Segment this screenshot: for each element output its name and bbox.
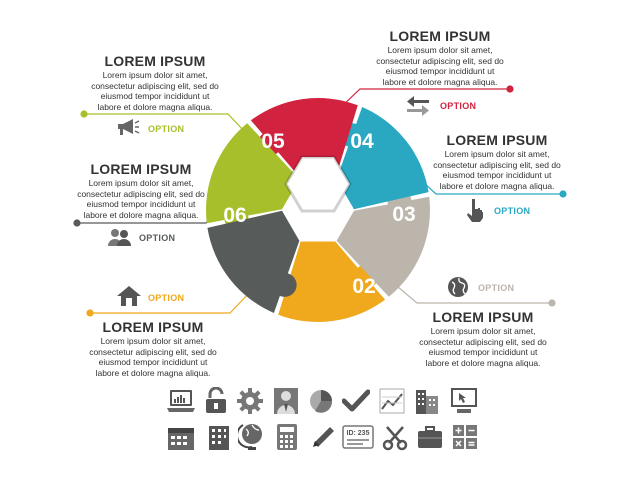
text-line: consectetur adipiscing elit, sed do [419,336,547,347]
center-hexagon-shadow [284,155,352,213]
text-block-01-body: Lorem ipsum dolor sit amet, consectetur … [78,336,228,378]
connector-02 [397,286,552,304]
text-line: labore et dolore magna aliqua. [439,180,555,191]
connector-02-dot [548,299,556,307]
text-block-04-title: LOREM IPSUM [389,28,491,44]
connector-01-dot [86,309,94,317]
text-line: eiusmod tempor incididunt ut [385,66,495,76]
segment-05-number: 05 [261,130,285,153]
globe-icon [448,277,468,297]
text-line: labore et dolore magna aliqua. [425,357,541,368]
unlocked-padlock-icon [206,387,226,413]
gear-icon [237,388,263,414]
text-block-01-title: LOREM IPSUM [102,319,204,335]
text-line: Lorem ipsum dolor sit amet, [102,70,208,80]
desk-globe-icon [238,424,262,450]
option-label-04: OPTION [440,101,477,111]
text-block-02-title: LOREM IPSUM [432,309,534,325]
option-label-01: OPTION [148,293,185,303]
line-chart-icon [379,388,405,414]
option-label-05: OPTION [148,124,185,134]
segment-06: 06 [207,204,300,313]
text-block-06: LOREM IPSUM Lorem ipsum dolor sit amet, … [66,161,216,220]
text-line: labore et dolore magna aliqua. [97,101,213,112]
text-line: eiusmod tempor incididunt ut [100,91,210,101]
segment-01-shape [278,241,386,322]
puzzle-ring: 01 02 03 04 05 06 [206,98,430,322]
laptop-chart-icon [167,390,195,412]
connector-06-dot [73,219,81,227]
home-icon [117,286,141,306]
id-card-icon: ID: 235 [342,425,374,449]
text-line: Lorem ipsum dolor sit amet, [430,326,536,336]
text-line: eiusmod tempor incididunt ut [98,357,208,367]
option-label-03: OPTION [494,206,531,216]
calendar-icon [168,428,194,450]
monitor-cursor-icon [451,388,477,413]
calculator-icon [277,424,297,450]
briefcase-icon [418,426,442,448]
segment-02-number: 02 [352,275,375,298]
text-block-06-body: Lorem ipsum dolor sit amet, consectetur … [66,178,216,220]
segment-06-number: 06 [223,204,246,227]
text-line: consectetur adipiscing elit, sed do [89,346,217,357]
users-icon [108,229,131,246]
pen-icon [313,427,334,447]
id-card-text: ID: 235 [347,430,370,437]
building-icon [209,426,229,450]
checkmark-icon [342,389,370,412]
arrows-exchange-icon [407,96,429,116]
pointing-hand-icon [467,199,483,222]
text-line: Lorem ipsum dolor sit amet, [100,336,206,346]
text-line: consectetur adipiscing elit, sed do [376,55,504,66]
text-line: Lorem ipsum dolor sit amet, [88,178,194,188]
text-line: Lorem ipsum dolor sit amet, [387,45,493,55]
text-line: consectetur adipiscing elit, sed do [77,188,205,199]
connector-03-dot [559,190,567,198]
text-line: labore et dolore magna aliqua. [95,367,211,378]
text-block-01: LOREM IPSUM Lorem ipsum dolor sit amet, … [78,319,228,378]
text-block-03: LOREM IPSUM Lorem ipsum dolor sit amet, … [422,132,572,191]
segment-02-shape [336,196,430,297]
connector-04-dot [506,85,514,93]
option-label-02: OPTION [478,283,515,293]
text-line: labore et dolore magna aliqua. [83,209,199,220]
text-block-02: LOREM IPSUM Lorem ipsum dolor sit amet, … [408,309,558,368]
connector-05-dot [80,110,88,118]
text-block-03-body: Lorem ipsum dolor sit amet, consectetur … [422,149,572,191]
connector-01 [90,289,253,314]
text-block-05-title: LOREM IPSUM [104,53,206,69]
scissors-icon [382,426,408,451]
text-block-02-body: Lorem ipsum dolor sit amet, consectetur … [408,326,558,368]
text-block-04-body: Lorem ipsum dolor sit amet, consectetur … [365,45,515,87]
segment-04-number: 04 [350,130,374,153]
connector-04 [339,88,510,109]
option-label-06: OPTION [139,233,176,243]
text-line: eiusmod tempor incididunt ut [428,347,538,357]
text-block-05-body: Lorem ipsum dolor sit amet, consectetur … [80,70,230,112]
text-block-06-title: LOREM IPSUM [90,161,192,177]
businessman-icon [274,388,298,414]
center-hexagon-hole [286,157,350,211]
text-line: Lorem ipsum dolor sit amet, [444,149,550,159]
pie-chart-icon [310,390,333,413]
text-line: eiusmod tempor incididunt ut [86,199,196,209]
office-buildings-icon [416,390,438,414]
text-block-04: LOREM IPSUM Lorem ipsum dolor sit amet, … [365,28,515,87]
text-line: consectetur adipiscing elit, sed do [91,80,219,91]
segment-03-number: 03 [392,203,415,226]
segment-06-tab [272,272,297,297]
math-keypad-icon [453,425,477,449]
text-line: eiusmod tempor incididunt ut [442,170,552,180]
text-block-03-title: LOREM IPSUM [446,132,548,148]
text-block-05: LOREM IPSUM Lorem ipsum dolor sit amet, … [80,53,230,112]
text-line: consectetur adipiscing elit, sed do [433,159,561,170]
segment-05-shape [206,123,300,224]
text-line: labore et dolore magna aliqua. [382,76,498,87]
megaphone-icon [118,119,140,135]
connector-05 [84,113,246,133]
